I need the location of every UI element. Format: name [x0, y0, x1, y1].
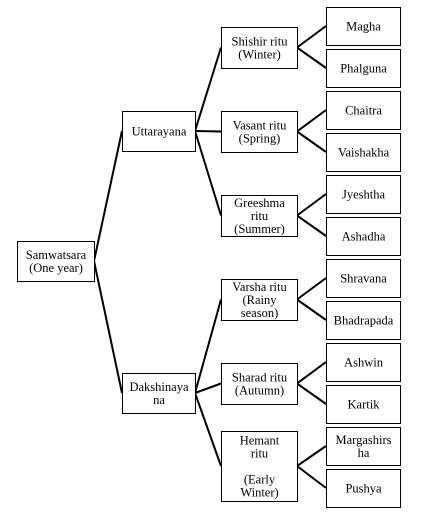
node-month: Chaitra [326, 91, 401, 130]
node-ayana-label: Uttarayana [132, 125, 187, 139]
node-ayana: Uttarayana [122, 111, 196, 152]
node-month-label: Ashwin [344, 356, 384, 370]
node-ritu: Shishir ritu(Winter) [221, 27, 298, 69]
connector-line [296, 25, 327, 49]
node-root-box [17, 241, 95, 282]
tree-nodes: Samwatsara(One year) Uttarayana Shishir ri… [17, 7, 401, 508]
node-ayana-box [122, 373, 196, 414]
connector-line [296, 130, 327, 153]
connector-line [93, 130, 123, 262]
node-month-box [326, 133, 401, 172]
node-month-box [326, 301, 401, 340]
node-month-box [326, 7, 401, 46]
connector-line [296, 465, 327, 489]
node-month: Kartik [326, 385, 401, 424]
node-month-label: ha [358, 446, 370, 460]
node-ritu-label: Varsha ritu [232, 280, 287, 294]
node-month: Ashadha [326, 217, 401, 256]
node-ritu-label: ritu [251, 447, 269, 461]
node-ritu-label: ritu [251, 209, 269, 223]
connector-line [296, 277, 327, 301]
connector-line [194, 130, 222, 133]
node-ritu-label: Greeshma [234, 196, 285, 210]
connector-line [296, 382, 327, 405]
node-month: Jyeshtha [326, 175, 401, 214]
connector-line [296, 445, 327, 467]
node-ritu-label: (Autumn) [235, 384, 284, 398]
node-month: Bhadrapada [326, 301, 401, 340]
connector-lines [93, 25, 327, 489]
node-month-box [326, 49, 401, 88]
node-ritu-label: (Summer) [234, 222, 285, 236]
node-ayana-label: na [153, 393, 165, 407]
connector-line [296, 46, 327, 69]
node-month-box [326, 385, 401, 424]
connector-line [194, 130, 222, 216]
node-month-label: Kartik [348, 398, 381, 412]
node-month-box [326, 259, 401, 298]
connector-line [194, 47, 222, 132]
node-month: Vaishakha [326, 133, 401, 172]
connector-line [194, 299, 222, 394]
node-month: Phalguna [326, 49, 401, 88]
node-ayana-box [122, 111, 196, 152]
node-ritu: Sharad ritu(Autumn) [221, 363, 298, 405]
node-ritu-box [221, 431, 298, 502]
node-ritu-label: Shishir ritu [232, 35, 289, 49]
node-month-box [326, 427, 401, 466]
node-ritu-label: Sharad ritu [232, 371, 288, 385]
node-month-label: Shravana [340, 272, 387, 286]
node-root-label: (One year) [29, 261, 83, 275]
node-month-box [326, 91, 401, 130]
connector-line [296, 193, 327, 217]
node-ritu-box [221, 27, 298, 69]
node-ritu: Vasant ritu(Spring) [221, 111, 298, 153]
connector-line [296, 214, 327, 237]
node-ritu-label: Vasant ritu [233, 119, 288, 133]
connector-line [194, 392, 222, 467]
node-ritu-box [221, 195, 298, 237]
node-month-box [326, 343, 401, 382]
node-month-box [326, 217, 401, 256]
connector-line [194, 382, 222, 394]
node-month-label: Phalguna [340, 62, 387, 76]
node-root-label: Samwatsara [26, 248, 87, 262]
node-month-label: Margashirs [335, 433, 391, 447]
connector-line [296, 298, 327, 321]
node-month: Magha [326, 7, 401, 46]
node-ritu-box [221, 111, 298, 153]
node-root: Samwatsara(One year) [17, 241, 95, 282]
connector-line [93, 260, 123, 394]
node-ritu-label: (Winter) [238, 48, 281, 62]
node-month: Pushya [326, 469, 401, 508]
node-month-label: Bhadrapada [334, 314, 394, 328]
node-month: Shravana [326, 259, 401, 298]
node-ritu-label: Winter) [240, 486, 278, 500]
node-ritu-box [221, 363, 298, 405]
connector-line [296, 109, 327, 133]
node-month-box [326, 175, 401, 214]
node-ayana-label: Dakshinaya [129, 380, 188, 394]
node-ritu-label: (Rainy [242, 293, 277, 307]
node-month-label: Pushya [345, 482, 382, 496]
node-month-label: Vaishakha [338, 146, 390, 160]
connector-line [296, 361, 327, 385]
node-month: Ashwin [326, 343, 401, 382]
node-month-label: Jyeshtha [342, 188, 386, 202]
node-ritu-box [221, 279, 298, 321]
node-month-box [326, 469, 401, 508]
node-ritu-label: (Early [244, 473, 276, 487]
node-month-label: Magha [346, 20, 381, 34]
node-ritu-label: season) [241, 306, 279, 320]
node-month-label: Ashadha [342, 230, 386, 244]
node-month-label: Chaitra [345, 104, 382, 118]
node-ritu-label: Hemant [240, 434, 280, 448]
node-ritu-label: (Spring) [239, 132, 281, 146]
